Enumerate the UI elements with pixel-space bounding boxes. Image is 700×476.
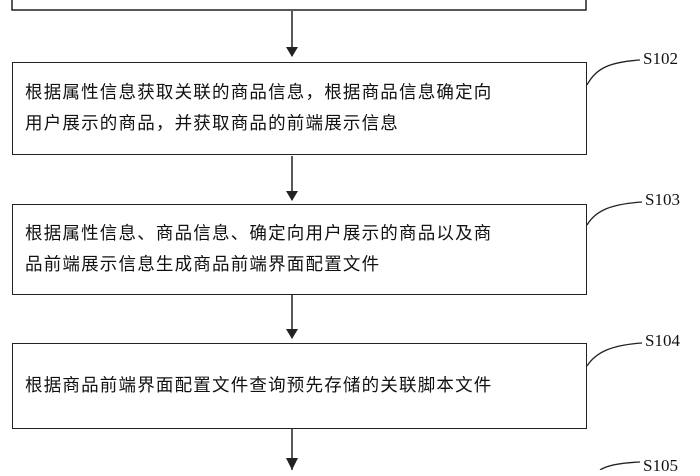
leader-s104 [586,342,643,367]
leader-s105 [599,461,641,470]
step-label-s104: S104 [645,331,680,350]
leader-s102 [586,59,641,86]
step-text-line: 品前端展示信息生成商品前端界面配置文件 [25,254,381,275]
top-box-partial [11,0,587,11]
step-label-s105: S105 [643,456,678,475]
step-text-line: 根据商品前端界面配置文件查询预先存储的关联脚本文件 [25,375,493,396]
step-box-s104: 根据商品前端界面配置文件查询预先存储的关联脚本文件 [12,343,587,429]
step-text-line: 用户展示的商品，并获取商品的前端展示信息 [25,113,399,134]
step-label-s102: S102 [643,49,678,68]
step-text-line: 根据属性信息、商品信息、确定向用户展示的商品以及商 [25,223,493,244]
arrow-head-bottom [286,458,298,470]
step-label-s103: S103 [645,190,680,209]
leader-s103 [586,201,643,226]
step-box-s103: 根据属性信息、商品信息、确定向用户展示的商品以及商 品前端展示信息生成商品前端界… [12,204,587,295]
step-box-s102: 根据属性信息获取关联的商品信息，根据商品信息确定向 用户展示的商品，并获取商品的… [12,62,587,155]
step-text-line: 根据属性信息获取关联的商品信息，根据商品信息确定向 [25,82,493,103]
